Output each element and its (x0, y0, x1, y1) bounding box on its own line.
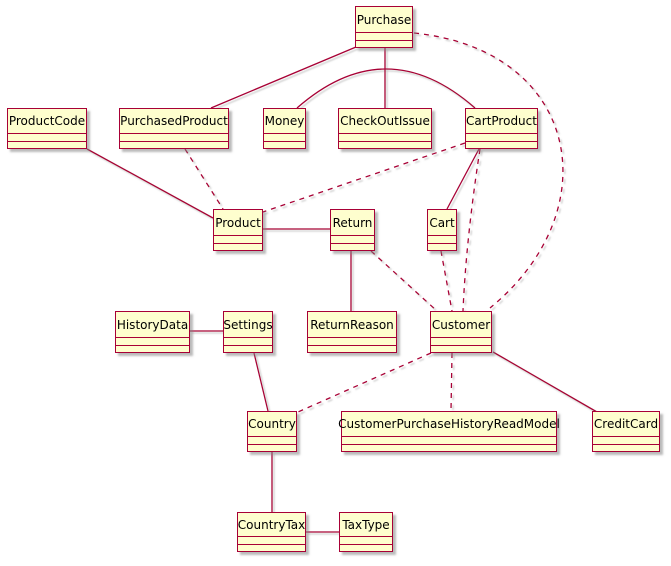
class-country: Country (247, 411, 297, 452)
class-name: Settings (223, 317, 273, 332)
class-creditcard: CreditCard (592, 411, 660, 452)
methods-compartment (308, 344, 396, 353)
edge-return-customer-dashed (370, 250, 438, 312)
class-name: Purchase (356, 12, 412, 27)
methods-compartment (120, 140, 228, 149)
class-returnreason: ReturnReason (307, 311, 397, 353)
methods-compartment (356, 39, 412, 48)
attributes-compartment (466, 133, 537, 141)
attributes-compartment (593, 436, 659, 444)
methods-compartment (340, 543, 392, 552)
attributes-compartment (428, 235, 456, 243)
attributes-compartment (8, 133, 86, 141)
methods-compartment (238, 543, 305, 552)
methods-compartment (116, 344, 189, 353)
attributes-compartment (308, 337, 396, 345)
class-purchase: Purchase (355, 6, 413, 48)
attributes-compartment (214, 235, 262, 243)
edge-cartproduct-customer-dashed (462, 148, 481, 312)
class-name: Cart (429, 215, 455, 230)
class-settings: Settings (223, 311, 273, 353)
edge-purchase-customer-dashed (413, 32, 564, 309)
edge-money-cartproduct (296, 68, 476, 109)
methods-compartment (466, 140, 537, 149)
edge-purchasedproduct-product-dashed (184, 148, 224, 210)
class-purchasedproduct: PurchasedProduct (119, 108, 229, 149)
class-historydata: HistoryData (115, 311, 190, 353)
class-name: ProductCode (8, 114, 86, 128)
attributes-compartment (340, 536, 392, 544)
attributes-compartment (264, 133, 305, 141)
class-name: Country (248, 417, 296, 431)
class-name: Product (215, 215, 261, 230)
class-product: Product (213, 209, 263, 251)
class-name: Return (332, 215, 373, 230)
methods-compartment (593, 443, 659, 452)
methods-compartment (339, 140, 431, 149)
methods-compartment (248, 443, 296, 452)
class-name: Customer (431, 317, 491, 332)
methods-compartment (342, 443, 556, 452)
class-name: TaxType (342, 517, 390, 532)
class-checkoutissue: CheckOutIssue (338, 108, 432, 149)
attributes-compartment (116, 337, 189, 345)
methods-compartment (428, 242, 456, 251)
class-productcode: ProductCode (7, 108, 87, 149)
attributes-compartment (356, 32, 412, 40)
class-cartproduct: CartProduct (465, 108, 538, 149)
class-name: CountryTax (237, 517, 306, 532)
class-customerpurchasehistoryreadmodel: CustomerPurchaseHistoryReadModel (338, 411, 560, 452)
attributes-compartment (431, 337, 491, 345)
edge-customer-country-dashed (297, 352, 432, 413)
class-name: CreditCard (593, 417, 659, 431)
class-name: CheckOutIssue (340, 114, 430, 128)
methods-compartment (431, 344, 491, 353)
methods-compartment (214, 242, 262, 251)
attributes-compartment (120, 133, 228, 141)
edge-customer-creditcard (492, 351, 598, 413)
methods-compartment (8, 140, 86, 149)
methods-compartment (264, 140, 305, 149)
class-name: CustomerPurchaseHistoryReadModel (338, 417, 560, 431)
class-name: ReturnReason (310, 317, 394, 332)
class-name: CartProduct (466, 114, 537, 128)
edge-settings-country (253, 352, 269, 412)
edge-customer-historyreadmodel-dashed (450, 352, 453, 412)
edge-purchase-purchasedproduct (210, 46, 357, 109)
class-customer: Customer (430, 311, 492, 353)
attributes-compartment (224, 337, 272, 345)
class-countrytax: CountryTax (237, 512, 306, 552)
class-money: Money (263, 108, 306, 149)
edge-cart-customer-dashed (440, 250, 453, 312)
class-name: PurchasedProduct (120, 114, 228, 128)
class-name: Money (264, 114, 305, 128)
attributes-compartment (339, 133, 431, 141)
attributes-compartment (238, 536, 305, 544)
edge-cartproduct-cart (446, 148, 480, 210)
class-name: HistoryData (116, 317, 189, 332)
edge-productcode-product (86, 148, 214, 219)
class-cart: Cart (427, 209, 457, 251)
methods-compartment (224, 344, 272, 353)
methods-compartment (331, 242, 374, 251)
class-taxtype: TaxType (339, 512, 393, 552)
attributes-compartment (248, 436, 296, 444)
attributes-compartment (331, 235, 374, 243)
class-return: Return (330, 209, 375, 251)
edge-cartproduct-product-dashed (262, 142, 466, 213)
attributes-compartment (342, 436, 556, 444)
